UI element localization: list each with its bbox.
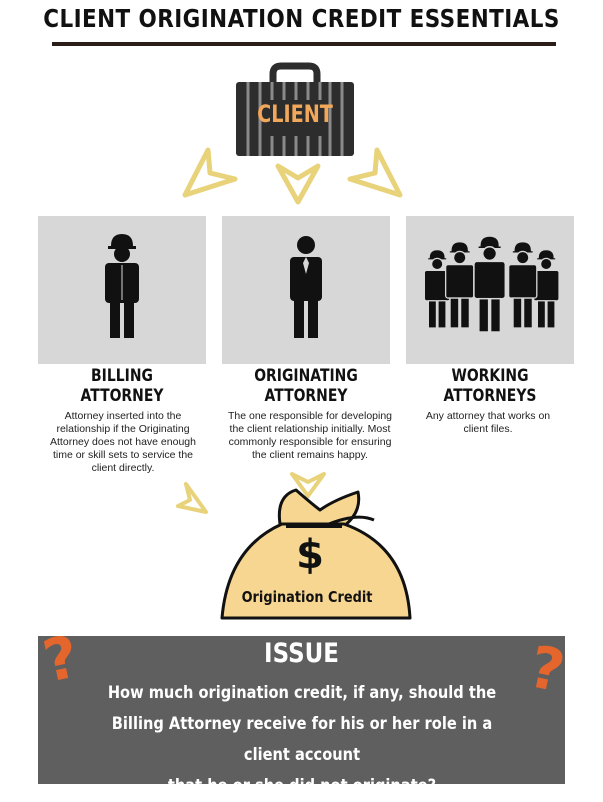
role-title-line: BILLING <box>91 366 153 386</box>
issue-question-line: How much origination credit, if any, sho… <box>107 683 497 703</box>
role-title-originating: ORIGINATING ATTORNEY <box>237 366 375 406</box>
role-description-billing: Attorney inserted into the relationship … <box>50 410 196 474</box>
role-title-working: WORKING ATTORNEYS <box>421 366 559 406</box>
worker-icon <box>290 236 322 338</box>
arrow-icon <box>290 472 326 498</box>
page-title: CLIENT ORIGINATION CREDIT ESSENTIALS <box>43 4 560 33</box>
title-divider <box>52 42 556 46</box>
role-title-line: ATTORNEY <box>80 386 164 406</box>
money-bag-label: Origination Credit <box>241 588 373 606</box>
role-title-billing: BILLING ATTORNEY <box>53 366 191 406</box>
issue-box <box>38 636 565 784</box>
arrow-icon <box>176 482 208 514</box>
issue-heading: ISSUE <box>264 638 339 669</box>
issue-question-line: Billing Attorney receive for his or her … <box>111 714 493 765</box>
worker-icon <box>105 234 139 338</box>
role-description-originating: The one responsible for developing the c… <box>227 410 393 461</box>
arrow-icon <box>275 163 321 205</box>
issue-question: How much origination credit, if any, sho… <box>87 678 517 802</box>
role-title-line: ORIGINATING <box>254 366 358 386</box>
role-title-line: ATTORNEY <box>264 386 348 406</box>
arrow-icon <box>182 147 238 198</box>
role-title-line: WORKING <box>451 366 529 386</box>
worker-icon <box>423 235 560 333</box>
client-label: CLIENT <box>257 100 333 128</box>
money-bag-icon <box>220 488 412 620</box>
arrow-icon <box>347 147 403 198</box>
role-description-working: Any attorney that works on client files. <box>425 410 551 435</box>
issue-question-line: that he or she did not originate? <box>167 776 437 796</box>
role-title-line: ATTORNEYS <box>443 386 537 406</box>
briefcase-icon <box>236 62 354 156</box>
dollar-sign-icon: $ <box>296 532 324 578</box>
